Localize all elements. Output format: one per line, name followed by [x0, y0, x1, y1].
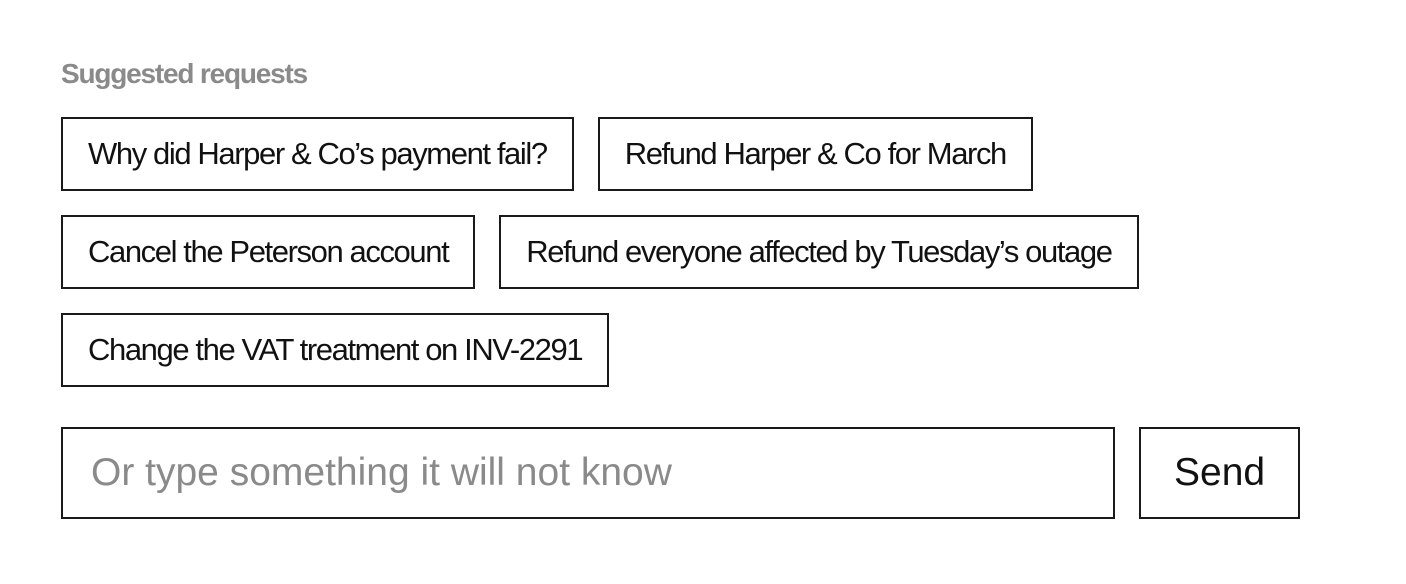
suggestion-chip-list: Why did Harper & Co’s payment fail? Refu…: [61, 117, 1300, 387]
suggestion-chip-refund-outage[interactable]: Refund everyone affected by Tuesday’s ou…: [499, 215, 1139, 289]
suggestion-row: Why did Harper & Co’s payment fail? Refu…: [61, 117, 1300, 191]
suggested-requests-panel: Suggested requests Why did Harper & Co’s…: [61, 56, 1300, 519]
suggestion-chip-cancel-account[interactable]: Cancel the Peterson account: [61, 215, 476, 289]
send-button[interactable]: Send: [1139, 427, 1300, 519]
composer: Send: [61, 427, 1300, 519]
suggestion-chip-payment-fail[interactable]: Why did Harper & Co’s payment fail?: [61, 117, 574, 191]
suggestion-row: Change the VAT treatment on INV-2291: [61, 313, 1300, 387]
suggestion-chip-refund-march[interactable]: Refund Harper & Co for March: [597, 117, 1033, 191]
suggested-requests-heading: Suggested requests: [61, 58, 308, 89]
suggestion-chip-vat-treatment[interactable]: Change the VAT treatment on INV-2291: [61, 313, 610, 387]
message-input[interactable]: [61, 427, 1116, 519]
suggestion-row: Cancel the Peterson account Refund every…: [61, 215, 1300, 289]
